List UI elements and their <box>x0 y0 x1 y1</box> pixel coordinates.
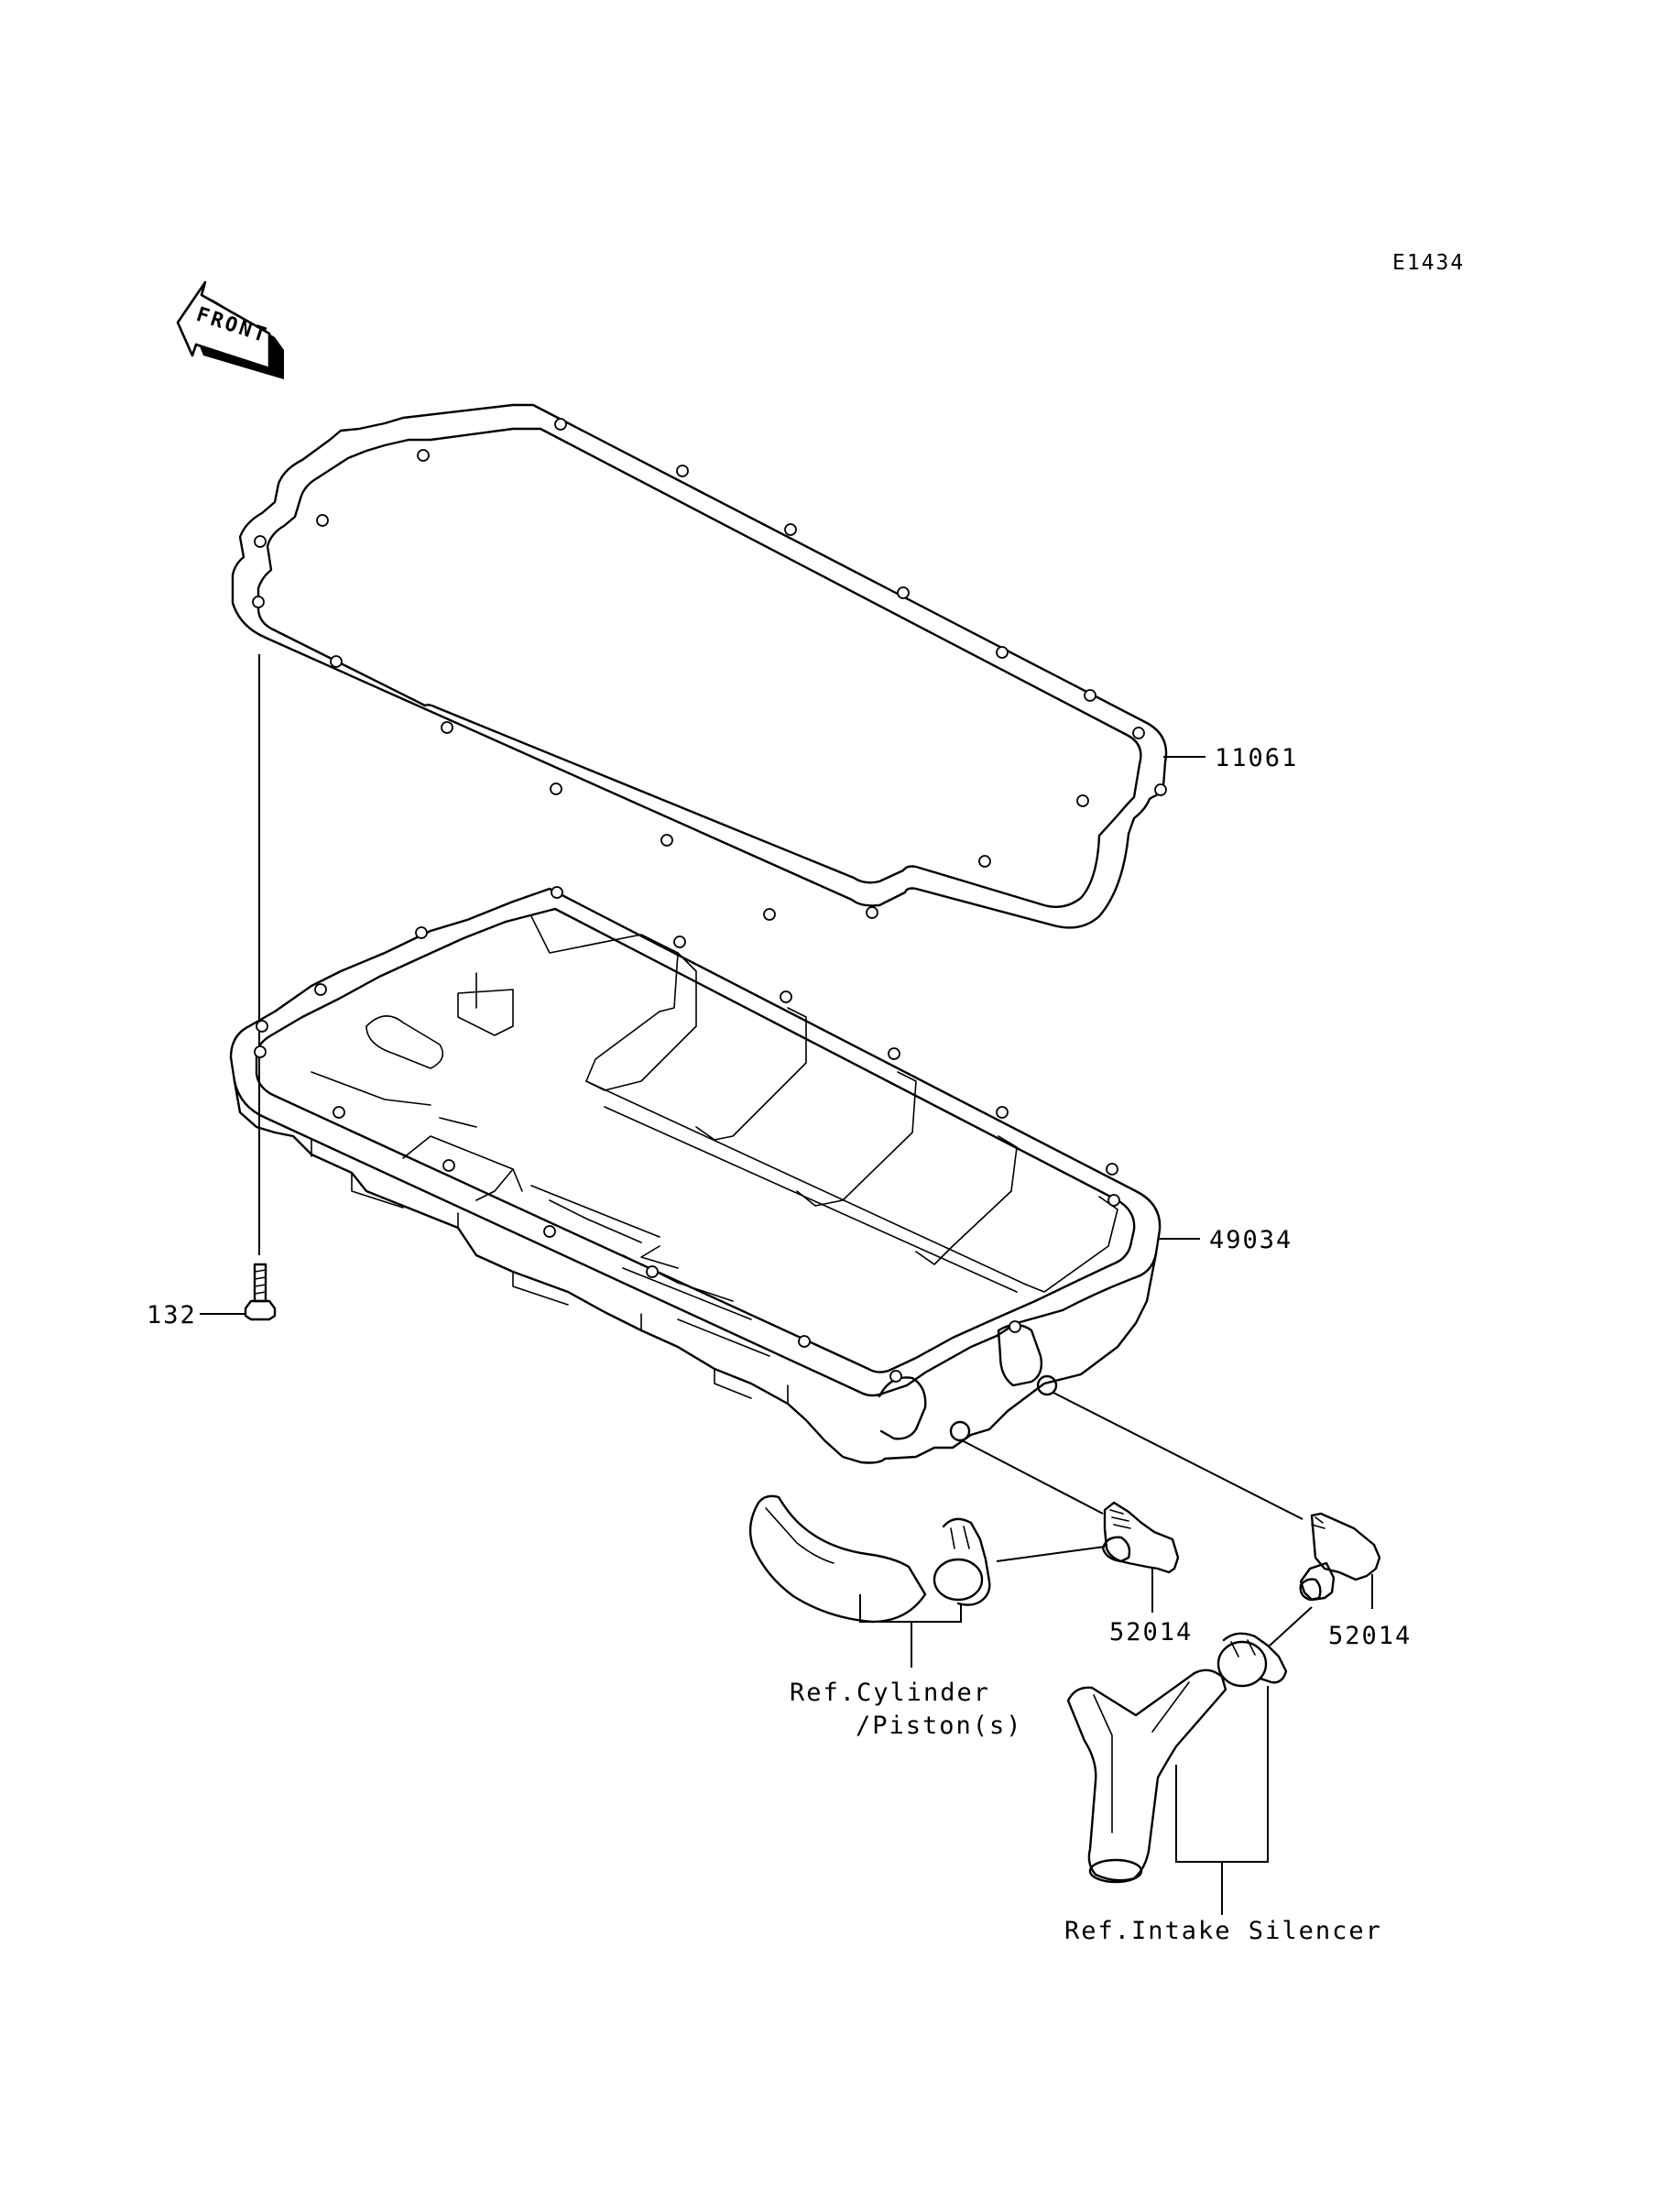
ref-cylinder-line1: Ref.Cylinder <box>790 1679 990 1707</box>
clamp-right <box>1216 1632 1288 1688</box>
hose-left <box>748 1494 927 1624</box>
part-number-52014-right: 52014 <box>1328 1622 1412 1650</box>
y-hose <box>1066 1668 1227 1884</box>
fitting-left-52014 <box>1101 1501 1180 1574</box>
bracket-cylinder <box>859 1594 962 1668</box>
fitting-right-52014 <box>1299 1512 1381 1602</box>
oil-pan-49034 <box>229 886 1162 1464</box>
part-number-52014-left: 52014 <box>1109 1618 1193 1647</box>
diagram-code: E1434 <box>1392 251 1465 275</box>
ref-intake-silencer: Ref.Intake Silencer <box>1064 1917 1382 1945</box>
clamp-left <box>933 1517 991 1606</box>
bolt-132 <box>244 1263 277 1321</box>
part-number-11061: 11061 <box>1215 744 1298 772</box>
part-number-49034: 49034 <box>1209 1226 1293 1254</box>
leader-left-fitting <box>961 1439 1104 1515</box>
bracket-intake <box>1175 1686 1269 1915</box>
ref-cylinder-line2: /Piston(s) <box>856 1712 1023 1740</box>
leader-right-fitting <box>1053 1392 1304 1520</box>
part-number-132: 132 <box>147 1301 197 1329</box>
front-arrow-icon: FRONT <box>176 280 284 379</box>
gasket-11061 <box>231 403 1168 929</box>
